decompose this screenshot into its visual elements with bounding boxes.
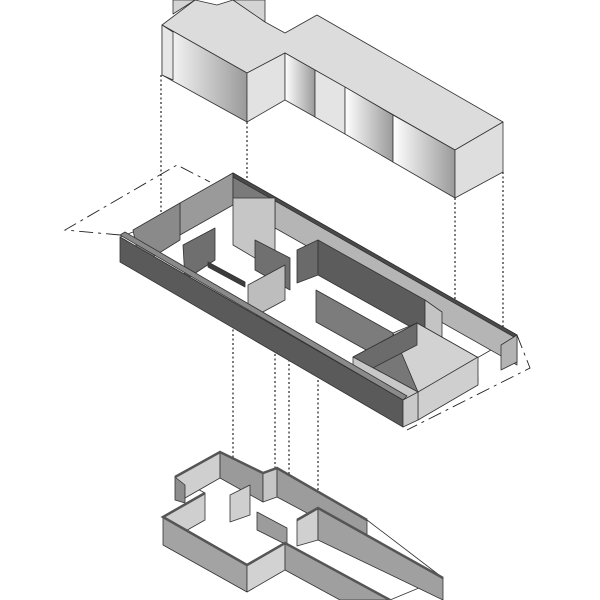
middle-floor-plan [63,164,531,431]
lower-floor-plan [160,450,444,600]
roof-volume [161,0,504,199]
